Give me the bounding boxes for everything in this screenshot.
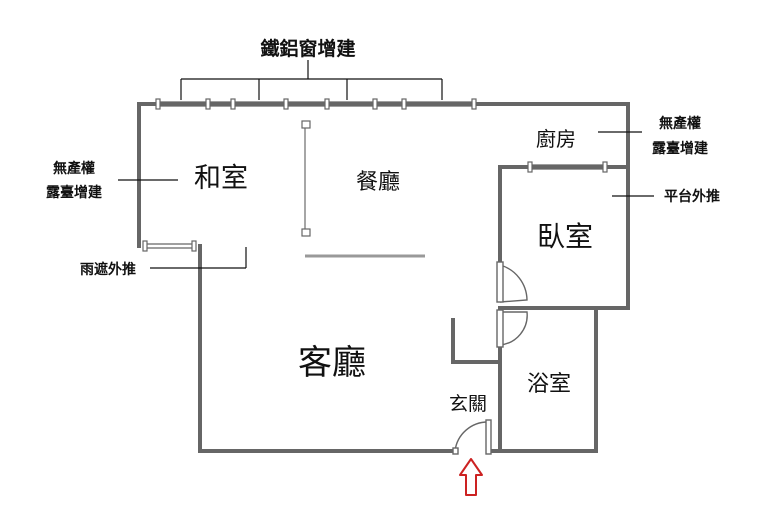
room-tatami: 和室 bbox=[194, 163, 248, 194]
balcony-addition-right-label: 露臺增建 bbox=[652, 140, 708, 157]
unregistered-left-label: 無產權 bbox=[53, 160, 95, 177]
doors bbox=[452, 261, 528, 455]
room-living: 客廳 bbox=[298, 343, 366, 383]
rain-shelter-label: 雨遮外推 bbox=[80, 261, 136, 278]
bedroom-door bbox=[499, 264, 528, 303]
window-addition-label: 鐵鋁窗增建 bbox=[260, 37, 355, 60]
room-entrance: 玄關 bbox=[449, 393, 487, 415]
room-bathroom: 浴室 bbox=[527, 372, 571, 397]
room-kitchen: 廚房 bbox=[536, 127, 576, 151]
room-dining: 餐廳 bbox=[356, 170, 400, 195]
partitions bbox=[304, 125, 425, 258]
window-strips bbox=[142, 98, 608, 252]
unregistered-right-label: 無產權 bbox=[659, 115, 701, 132]
leader-lines bbox=[118, 60, 654, 269]
platform-push-label: 平台外推 bbox=[664, 188, 720, 205]
balcony-addition-left-label: 露臺增建 bbox=[46, 184, 102, 201]
room-bedroom: 臥室 bbox=[537, 220, 593, 253]
bathroom-door bbox=[499, 311, 528, 346]
entrance-door bbox=[454, 421, 489, 452]
walls bbox=[137, 102, 630, 453]
entry-arrow-icon bbox=[459, 458, 483, 496]
